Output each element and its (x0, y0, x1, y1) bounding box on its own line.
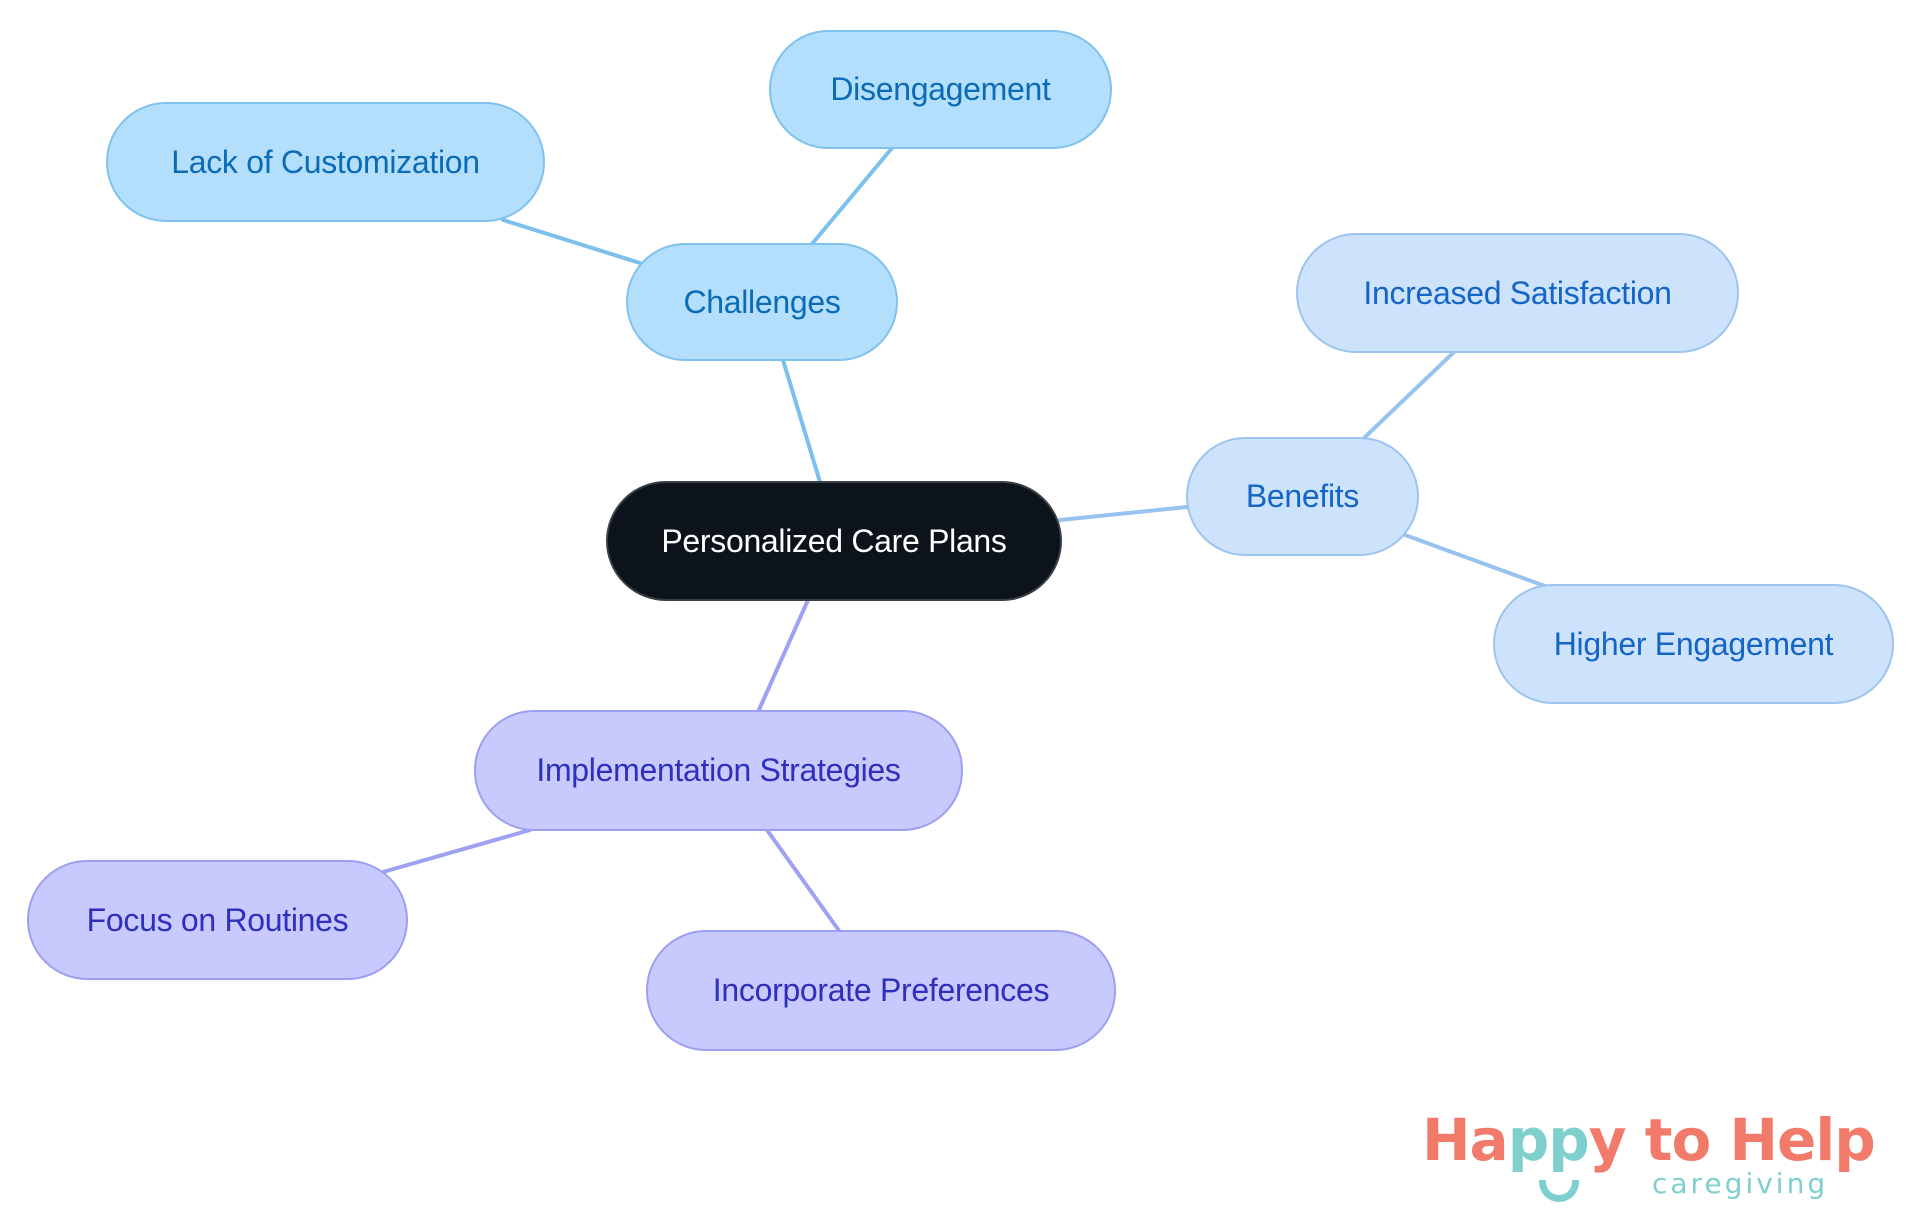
logo-text-part1: Ha (1422, 1106, 1509, 1174)
node-disengagement-label: Disengagement (830, 71, 1051, 107)
node-lack-of-customization-label: Lack of Customization (171, 143, 480, 180)
node-disengagement[interactable]: Disengagement (769, 30, 1112, 149)
node-incorporate-preferences[interactable]: Incorporate Preferences (646, 930, 1116, 1051)
node-benefits-label: Benefits (1245, 478, 1360, 514)
node-benefits[interactable]: Benefits (1186, 437, 1419, 556)
edge-benefits-increased-satisfaction (1363, 350, 1456, 439)
edge-root-challenges (781, 358, 822, 484)
node-increased-satisfaction[interactable]: Increased Satisfaction (1296, 233, 1739, 353)
node-focus-on-routines[interactable]: Focus on Routines (27, 860, 408, 980)
logo-wordmark: Happy to Help (1422, 1106, 1876, 1174)
edge-challenges-disengagement (810, 146, 894, 246)
node-lack-of-customization[interactable]: Lack of Customization (106, 102, 545, 222)
smile-icon (1539, 1180, 1579, 1202)
logo-subtitle: caregiving (1652, 1167, 1829, 1200)
node-implementation-strategies[interactable]: Implementation Strategies (474, 710, 963, 831)
node-higher-engagement[interactable]: Higher Engagement (1493, 584, 1894, 704)
node-higher-engagement-label: Higher Engagement (1553, 625, 1834, 662)
edge-implementation-focus-on-routines (381, 828, 532, 874)
edge-benefits-higher-engagement (1403, 533, 1547, 588)
logo-text-part3: y to Help (1588, 1106, 1876, 1174)
root-node-personalized-care-plans[interactable]: Personalized Care Plans (606, 481, 1062, 601)
node-focus-on-routines-label: Focus on Routines (86, 901, 349, 938)
edge-implementation-incorporate-preferences (765, 828, 842, 934)
logo-text-part2: pp (1507, 1106, 1590, 1174)
node-challenges-label: Challenges (683, 283, 841, 320)
node-implementation-strategies-label: Implementation Strategies (536, 752, 901, 788)
edge-root-benefits (1058, 505, 1189, 522)
node-incorporate-preferences-label: Incorporate Preferences (712, 972, 1050, 1008)
edge-challenges-lack-of-customization (501, 218, 642, 265)
root-node-label: Personalized Care Plans (661, 522, 1007, 559)
edge-root-implementation (756, 598, 810, 714)
node-increased-satisfaction-label: Increased Satisfaction (1363, 274, 1672, 311)
node-challenges[interactable]: Challenges (626, 243, 898, 361)
happy-to-help-logo: Happy to Help caregiving (1422, 1108, 1882, 1208)
